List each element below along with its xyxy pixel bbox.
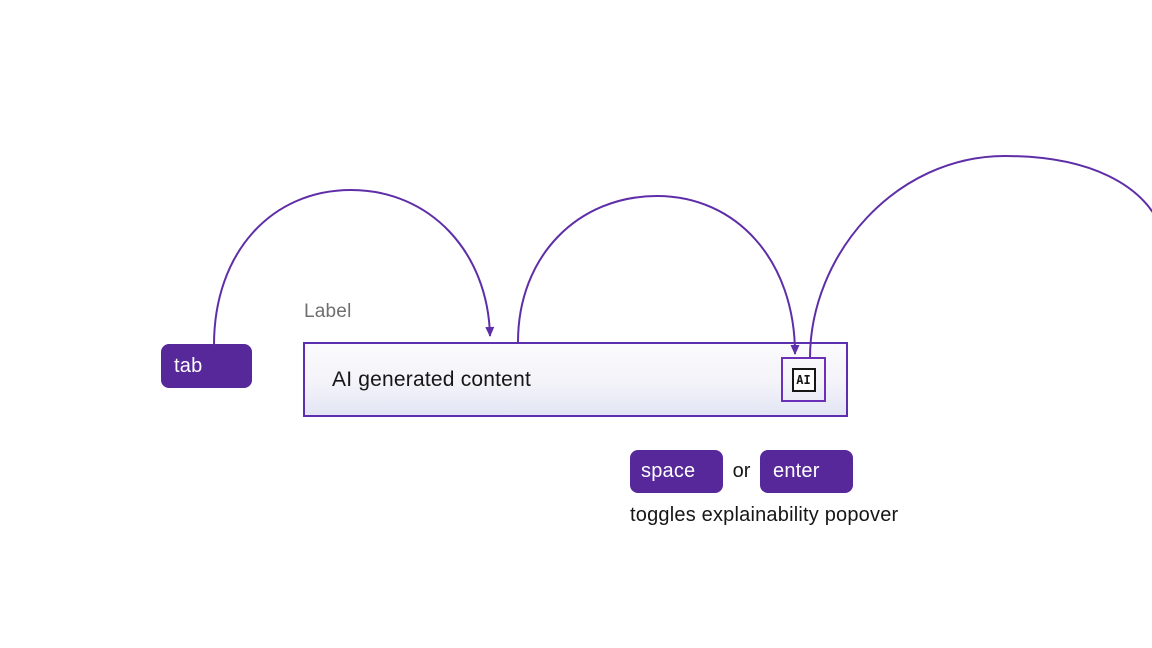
- space-keycap-label: space: [641, 460, 696, 482]
- enter-keycap: enter: [760, 450, 853, 493]
- tab-keycap: tab: [161, 344, 252, 388]
- arc-tab-to-field: [213, 188, 495, 346]
- caption-text: toggles explainability popover: [630, 504, 899, 526]
- space-keycap: space: [630, 450, 723, 493]
- tab-keycap-label: tab: [174, 354, 203, 377]
- enter-keycap-label: enter: [773, 460, 820, 482]
- ai-badge-label: AI: [796, 372, 811, 387]
- ai-content-input[interactable]: AI generated content: [303, 342, 848, 417]
- arc-ai-badge-to-offscreen: [809, 154, 1152, 359]
- ai-badge-button[interactable]: AI: [791, 367, 816, 392]
- field-label: Label: [304, 301, 352, 322]
- or-text: or: [732, 460, 751, 482]
- ai-badge-focus-ring: AI: [781, 357, 826, 402]
- field-value-text: AI generated content: [332, 367, 531, 391]
- arc-field-to-ai-badge: [517, 194, 800, 355]
